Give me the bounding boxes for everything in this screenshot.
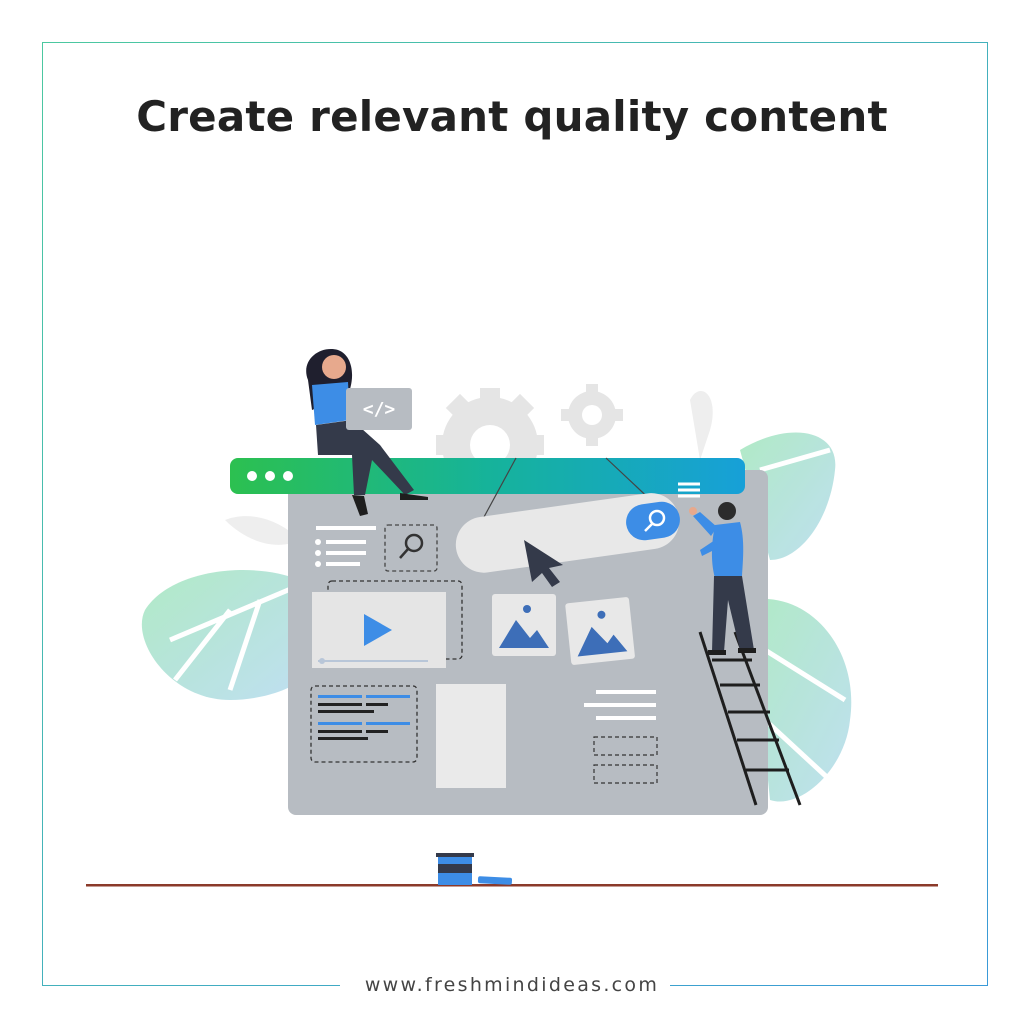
magnifier-icon: [644, 509, 666, 532]
input-placeholders: [593, 736, 658, 784]
ladder: [698, 631, 802, 806]
page-title: Create relevant quality content: [136, 92, 888, 141]
cursor-arrow-icon: [524, 540, 563, 587]
code-tag-label: </>: [363, 399, 396, 420]
browser-title-bar: [230, 458, 745, 494]
content-panel: [436, 684, 506, 788]
footer-gap: [340, 972, 670, 1002]
man-figure: [689, 502, 756, 655]
image-thumbnail-1: [492, 594, 556, 656]
text-lines-right: [584, 690, 656, 720]
play-icon[interactable]: [364, 614, 392, 646]
code-block-frame: [310, 685, 418, 763]
search-bar[interactable]: [452, 490, 683, 577]
floor-line: [86, 884, 938, 887]
search-icon: [399, 533, 424, 559]
gear-small-icon: [561, 384, 623, 446]
paint-brush: [477, 876, 513, 885]
website-url: www.freshmindideas.com: [364, 974, 660, 996]
code-block-lines: [318, 695, 410, 740]
image-thumbnail-2: [565, 597, 635, 665]
code-card: </>: [346, 388, 412, 430]
video-progress-knob: [319, 658, 325, 664]
menu-icon: [678, 482, 700, 498]
video-frame-dashed: [327, 580, 463, 660]
window-dots: [247, 471, 293, 481]
text-list-block: [315, 526, 376, 567]
paint-bucket: [436, 853, 474, 885]
leaf-gray-decoration: [225, 391, 713, 545]
search-box-frame: [384, 524, 438, 572]
leaf-left-decoration: [141, 570, 301, 700]
video-progress-bar: [318, 660, 428, 662]
woman-figure: [306, 349, 428, 516]
